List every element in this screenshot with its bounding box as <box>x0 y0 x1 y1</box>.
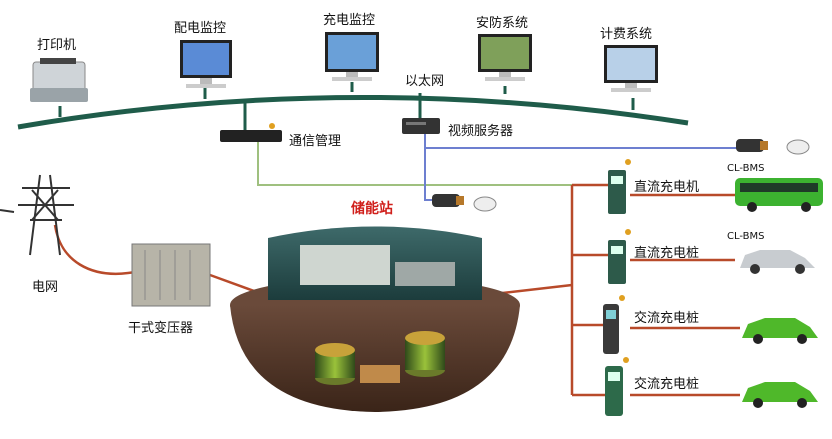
dc-charger-icon <box>608 229 631 284</box>
ethernet-backbone <box>17 95 689 130</box>
monitor-icon <box>604 45 658 92</box>
label-energy-storage-station: 储能站 <box>351 201 393 217</box>
car-icon <box>742 382 818 408</box>
ethernet-drops <box>58 82 635 130</box>
label-video-server: 视频服务器 <box>448 124 514 139</box>
switch-device-icon <box>220 123 282 142</box>
label-ethernet: 以太网 <box>405 74 445 89</box>
ac-charger-icon <box>603 295 625 354</box>
label-ac-charging-pile-1: 交流充电桩 <box>634 311 700 326</box>
ac-charger-icon <box>605 357 629 416</box>
power-tower-icon <box>0 174 74 256</box>
label-power-grid: 电网 <box>32 280 59 295</box>
label-power-distribution-monitoring: 配电监控 <box>174 21 227 36</box>
transformer-icon <box>131 243 211 307</box>
monitor-icon <box>478 34 532 81</box>
monitor-icon <box>325 32 379 81</box>
printer-icon <box>30 58 88 102</box>
car-icon <box>742 318 818 344</box>
label-dc-charging-pile: 直流充电桩 <box>634 246 700 261</box>
label-security-system: 安防系统 <box>476 16 529 31</box>
camera-icon <box>432 194 497 212</box>
label-bms-2: CL-BMS <box>727 231 765 242</box>
label-printer: 打印机 <box>37 38 77 53</box>
label-billing-system: 计费系统 <box>600 27 653 42</box>
dc-charger-icon <box>608 159 631 214</box>
label-ac-charging-pile-2: 交流充电桩 <box>634 377 700 392</box>
video-server-icon <box>402 118 440 134</box>
label-charging-monitoring: 充电监控 <box>323 13 376 28</box>
monitor-icon <box>180 40 232 88</box>
label-comm-management: 通信管理 <box>289 134 342 149</box>
storage-station-icon <box>230 226 520 412</box>
bus-icon <box>735 178 823 212</box>
label-dc-charger: 直流充电机 <box>634 180 700 195</box>
label-bms-1: CL-BMS <box>727 163 765 174</box>
camera-icon <box>736 139 810 155</box>
car-icon <box>740 250 815 274</box>
label-dry-transformer: 干式变压器 <box>128 321 194 336</box>
